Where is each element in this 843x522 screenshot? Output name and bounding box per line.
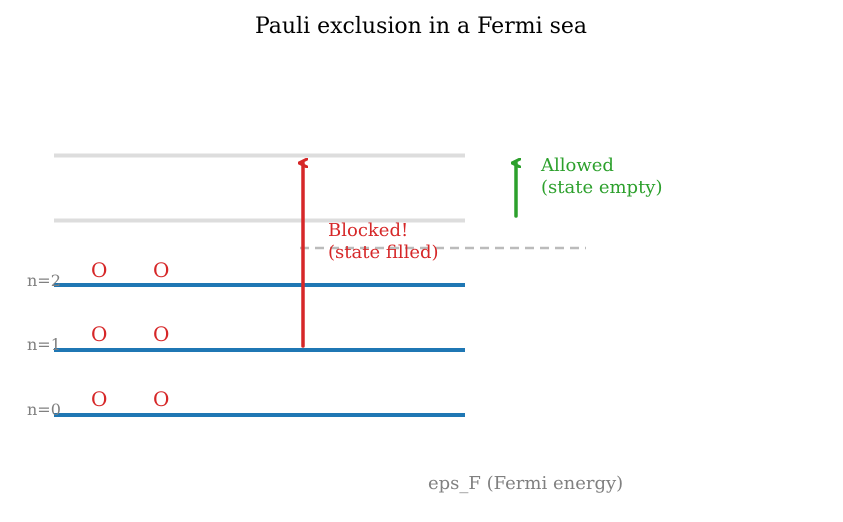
occupant-n1-a: O [91,322,107,346]
blocked-label-line1: Blocked! [328,220,408,241]
occupant-n2-b: O [153,258,169,282]
occupant-n2-a: O [91,258,107,282]
level-label-n1: n=1 [27,335,61,354]
allowed-label-line1: Allowed [540,155,614,176]
allowed-label-line2: (state empty) [541,177,663,198]
occupant-n0-b: O [153,387,169,411]
diagram-title: Pauli exclusion in a Fermi sea [255,14,587,39]
occupant-n0-a: O [91,387,107,411]
blocked-label-line2: (state filled) [328,242,439,263]
fermi-energy-label: eps_F (Fermi energy) [428,473,623,494]
level-label-n0: n=0 [27,400,61,419]
level-label-n2: n=2 [27,271,61,290]
occupant-n1-b: O [153,322,169,346]
